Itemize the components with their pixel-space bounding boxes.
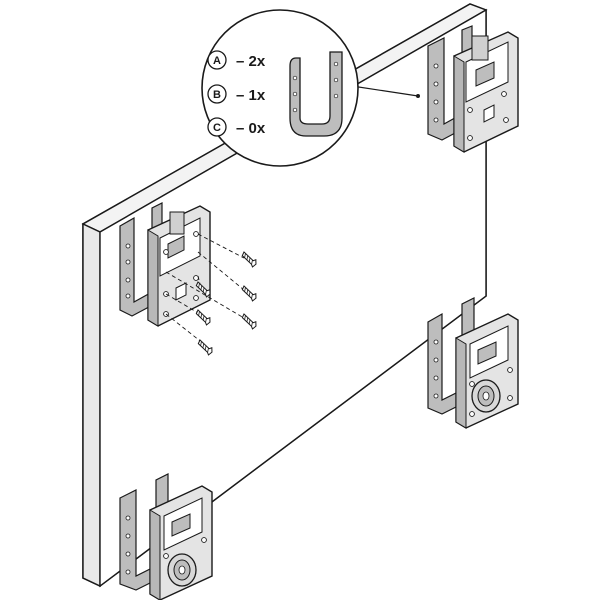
legend-callout: A – 2x B – 1x C – 0x: [201, 9, 359, 167]
legend-row-c: C – 0x: [207, 117, 266, 137]
bracket-top-right: [427, 25, 519, 153]
screw-guides: [165, 233, 245, 345]
svg-text:A: A: [213, 55, 221, 67]
legend-text-c: – 0x: [236, 120, 266, 137]
legend-badge-c: [207, 117, 227, 137]
legend-badge-a: [207, 50, 227, 70]
legend-badge-b: [207, 84, 227, 104]
legend-text-b: – 1x: [236, 87, 266, 104]
bracket-top-left: [119, 202, 211, 327]
roller-right: [427, 297, 519, 429]
mounting-bracket-icon: [289, 51, 343, 137]
svg-text:B: B: [213, 89, 221, 101]
door-left-edge: [82, 222, 101, 588]
roller-bottom-left: [119, 473, 213, 600]
legend-row-a: A – 2x: [207, 50, 266, 70]
svg-text:C: C: [213, 122, 221, 134]
legend-text-a: – 2x: [236, 53, 266, 70]
callout-leader: [351, 85, 419, 97]
legend-row-b: B – 1x: [207, 84, 266, 104]
